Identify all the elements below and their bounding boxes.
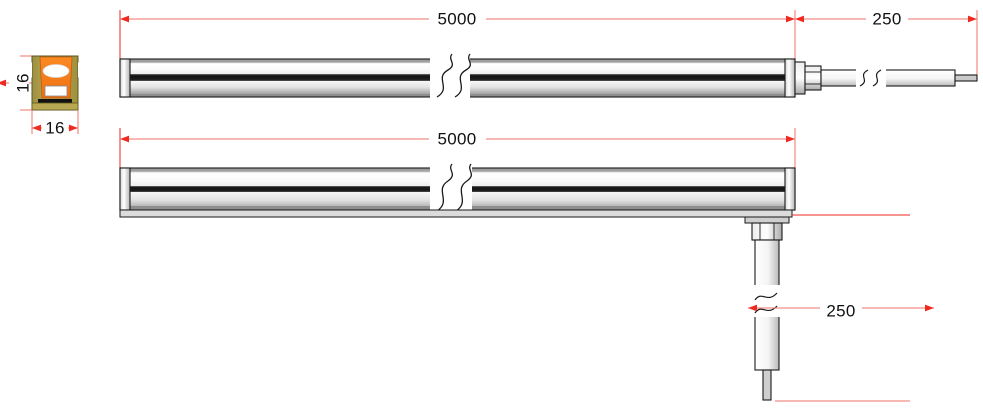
top-cable-jacket [820, 69, 956, 87]
top-wire-tip [954, 74, 978, 82]
profile-base-strip [38, 99, 72, 103]
top-cable-assembly [794, 61, 978, 95]
top-cable-break-symbol [856, 68, 886, 88]
profile-pcb [44, 85, 68, 97]
top-gland-hex [804, 65, 822, 91]
bottom-length-dimension: 5000 [119, 128, 796, 172]
bottom-cable-dimension: 250 [748, 214, 934, 402]
top-length-dimension: 5000 [119, 8, 796, 60]
bottom-length-value: 5000 [437, 129, 476, 148]
bottom-view-body [119, 163, 796, 218]
bottom-cable-value: 250 [826, 301, 855, 320]
bottom-gland-hex [751, 222, 783, 241]
bottom-view-group: 5000 [119, 128, 934, 402]
profile-base [31, 102, 79, 111]
top-left-end-cap [119, 58, 131, 98]
top-cable-value: 250 [872, 9, 901, 28]
top-body-break-symbol [430, 53, 471, 98]
bottom-body-flange [119, 209, 793, 218]
cross-section-group: 16 16 [0, 55, 80, 138]
profile-right-notch [78, 62, 80, 78]
top-view-body [119, 53, 796, 98]
top-right-end-cap [784, 58, 796, 98]
profile-left-notch [30, 62, 32, 78]
top-length-value: 5000 [437, 9, 476, 28]
section-width-value: 16 [45, 118, 65, 137]
profile-shape [30, 55, 80, 111]
section-width-dimension: 16 [31, 110, 79, 138]
profile-lens [42, 64, 70, 78]
top-gland-collar [794, 61, 806, 95]
bottom-gland-collar [744, 216, 790, 224]
bottom-cable-break-symbol [753, 285, 781, 317]
section-height-value: 16 [13, 73, 32, 93]
bottom-body-break-symbol [430, 163, 472, 212]
bottom-left-end-cap [119, 167, 131, 211]
top-cable-dimension: 250 [794, 8, 978, 80]
bottom-right-end-cap [784, 167, 796, 211]
top-view-group: 5000 250 [119, 8, 978, 98]
bottom-wire-tip [762, 369, 772, 401]
